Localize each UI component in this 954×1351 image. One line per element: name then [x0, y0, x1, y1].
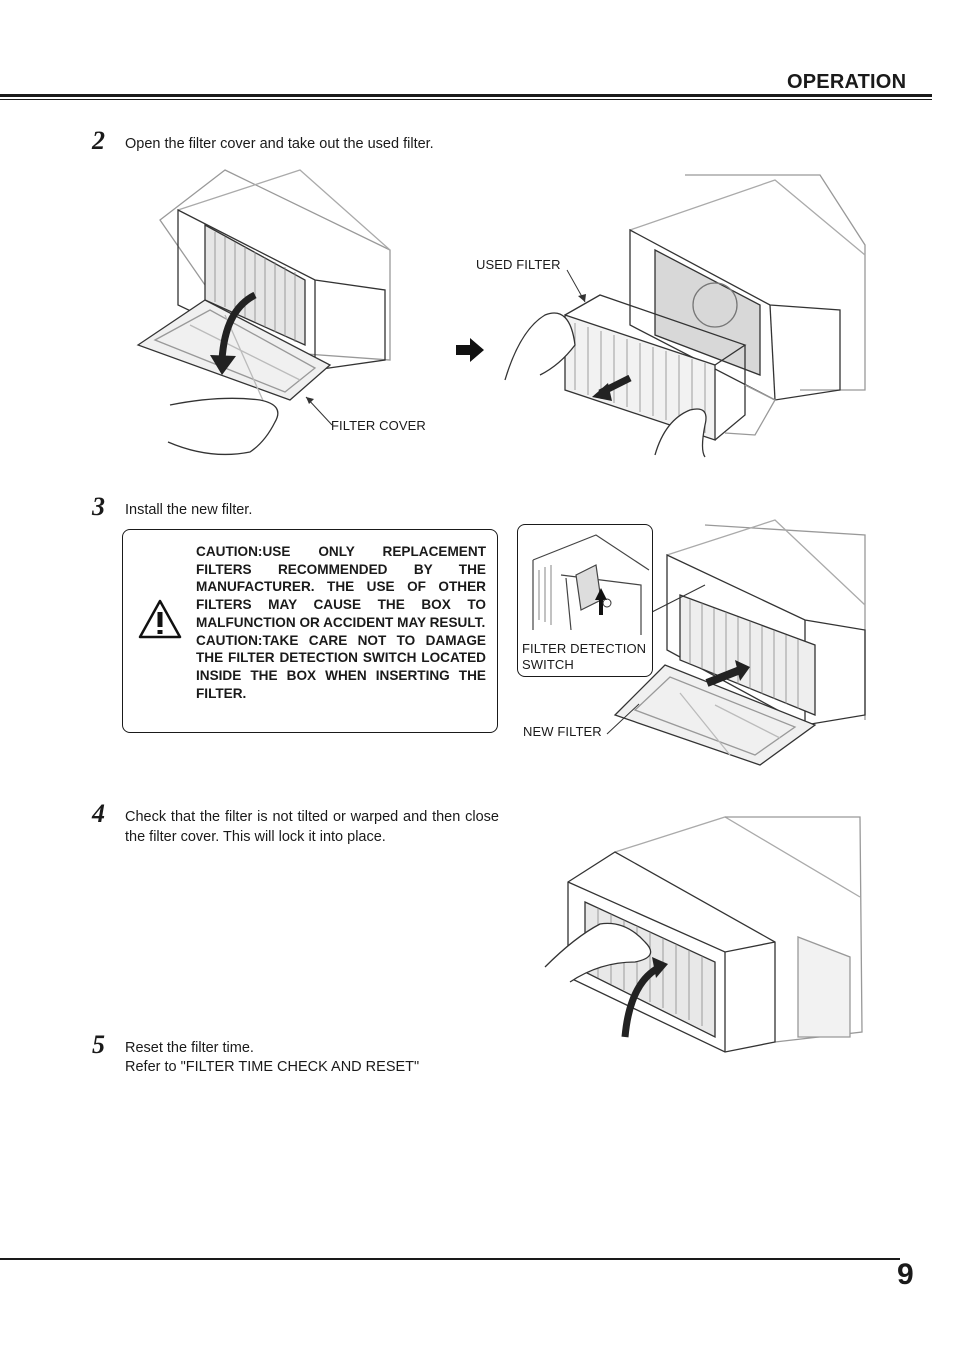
page-number: 9: [897, 1258, 914, 1291]
step-number-3: 3: [92, 492, 105, 521]
new-filter-label: NEW FILTER: [523, 724, 602, 739]
illustration-open-cover: [136, 169, 391, 456]
header-rule-thin: [0, 99, 932, 100]
illustration-install-filter: [613, 519, 866, 766]
caution-box: [122, 529, 498, 733]
step-5-text: Reset the filter time.: [125, 1040, 254, 1056]
filter-cover-label: FILTER COVER: [331, 418, 426, 433]
illustration-remove-filter: [504, 174, 866, 458]
section-title: OPERATION: [787, 71, 907, 93]
illustration-close-cover: [544, 816, 863, 1053]
step-4-text: Check that the filter is not tilted or w…: [125, 809, 499, 845]
filter-cover-leader: [305, 396, 333, 426]
step-5-reference: Refer to "FILTER TIME CHECK AND RESET": [125, 1059, 420, 1075]
header-rule: [0, 94, 932, 97]
filter-detection-label-line1: FILTER DETECTION: [522, 641, 647, 656]
filter-detection-label: FILTER DETECTION SWITCH: [522, 641, 646, 673]
step-number-5: 5: [92, 1030, 105, 1059]
warning-triangle-icon: [138, 599, 182, 639]
used-filter-label: USED FILTER: [476, 257, 561, 272]
arrow-right-icon: [456, 338, 484, 362]
step-3-text: Install the new filter.: [125, 502, 253, 518]
new-filter-leader: [606, 703, 640, 735]
step-2-text: Open the filter cover and take out the u…: [125, 136, 434, 152]
step-number-2: 2: [92, 126, 105, 155]
footer-rule: [0, 1258, 900, 1260]
filter-detection-label-line2: SWITCH: [522, 657, 574, 672]
caution-paragraph-2: CAUTION:TAKE CARE NOT TO DAMAGE THE FILT…: [196, 632, 486, 701]
inset-switch-detail: [532, 534, 650, 635]
step-number-4: 4: [92, 799, 105, 828]
used-filter-leader: [566, 269, 586, 303]
caution-paragraph-1: CAUTION:USE ONLY REPLACEMENT FILTERS REC…: [196, 544, 486, 630]
caution-text: CAUTION:USE ONLY REPLACEMENT FILTERS REC…: [196, 543, 486, 702]
